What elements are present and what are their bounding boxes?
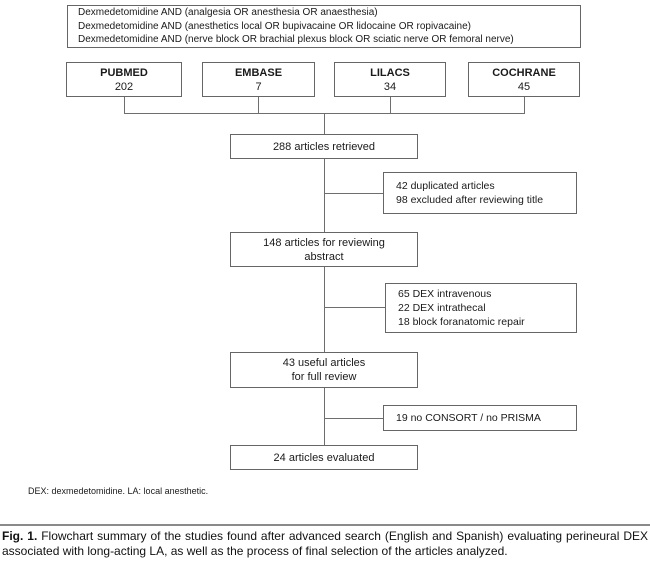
- exclusion-line: 42 duplicated articles: [396, 180, 495, 192]
- exclusion-line: 18 block foranatomic repair: [398, 316, 525, 328]
- database-count: 34: [383, 80, 397, 93]
- connector-stub-pubmed: [124, 97, 125, 114]
- connector-stub-embase: [258, 97, 259, 114]
- stage-box-articles-evaluated: 24 articles evaluated: [230, 445, 418, 470]
- exclusion-line: 19 no CONSORT / no PRISMA: [396, 412, 541, 424]
- database-box-embase: EMBASE 7: [202, 62, 315, 97]
- connector-stub-lilacs: [390, 97, 391, 114]
- connector-stem-2: [324, 159, 325, 232]
- stage-box-full-review: 43 useful articles for full review: [230, 352, 418, 388]
- exclusion-box-duplicates: 42 duplicated articles 98 excluded after…: [383, 172, 577, 214]
- exclusion-line: 98 excluded after reviewing title: [396, 194, 544, 206]
- connector-branch-1: [324, 193, 383, 194]
- exclusion-box-dex-routes: 65 DEX intravenous 22 DEX intrathecal 18…: [385, 283, 577, 333]
- connector-branch-2: [324, 307, 385, 308]
- database-count: 7: [255, 80, 262, 93]
- database-box-cochrane: COCHRANE 45: [468, 62, 580, 97]
- exclusion-box-no-consort-prisma: 19 no CONSORT / no PRISMA: [383, 405, 577, 431]
- connector-stem-1: [324, 113, 325, 134]
- database-name: COCHRANE: [492, 66, 556, 79]
- stage-box-text: 148 articles for reviewing abstract: [263, 236, 385, 263]
- database-box-lilacs: LILACS 34: [334, 62, 446, 97]
- caption-label: Fig. 1.: [2, 529, 38, 543]
- connector-branch-3: [324, 418, 383, 419]
- search-strategy-line: Dexmedetomidine AND (nerve block OR brac…: [78, 34, 514, 46]
- stage-box-text: 24 articles evaluated: [273, 451, 375, 464]
- connector-stub-cochrane: [524, 97, 525, 114]
- exclusion-line: 22 DEX intrathecal: [398, 302, 486, 314]
- database-count: 202: [114, 80, 134, 93]
- database-box-pubmed: PUBMED 202: [66, 62, 182, 97]
- caption-text-line2: associated with long-acting LA, as well …: [2, 544, 508, 558]
- stage-box-abstract-review: 148 articles for reviewing abstract: [230, 232, 418, 267]
- stage-box-text: 43 useful articles for full review: [282, 357, 366, 383]
- exclusion-line: 65 DEX intravenous: [398, 288, 492, 300]
- search-strategy-line: Dexmedetomidine AND (anesthetics local O…: [78, 20, 471, 32]
- search-strategy-line: Dexmedetomidine AND (analgesia OR anesth…: [78, 7, 378, 19]
- database-name: EMBASE: [234, 66, 283, 79]
- database-name: PUBMED: [100, 66, 148, 79]
- database-name: LILACS: [370, 66, 410, 79]
- search-strategy-box: Dexmedetomidine AND (analgesia OR anesth…: [67, 5, 581, 48]
- figure-footnote: DEX: dexmedetomidine. LA: local anesthet…: [28, 486, 209, 496]
- database-count: 45: [517, 80, 531, 93]
- connector-stem-3: [324, 267, 325, 352]
- connector-stem-4: [324, 388, 325, 445]
- stage-box-text: 288 articles retrieved: [272, 140, 376, 153]
- caption-line-1: Fig. 1. Flowchart summary of the studies…: [2, 529, 648, 544]
- caption-text-line1: Flowchart summary of the studies found a…: [37, 529, 648, 543]
- figure-caption: Fig. 1. Flowchart summary of the studies…: [2, 529, 648, 559]
- caption-rule: [0, 524, 650, 526]
- stage-box-articles-retrieved: 288 articles retrieved: [230, 134, 418, 159]
